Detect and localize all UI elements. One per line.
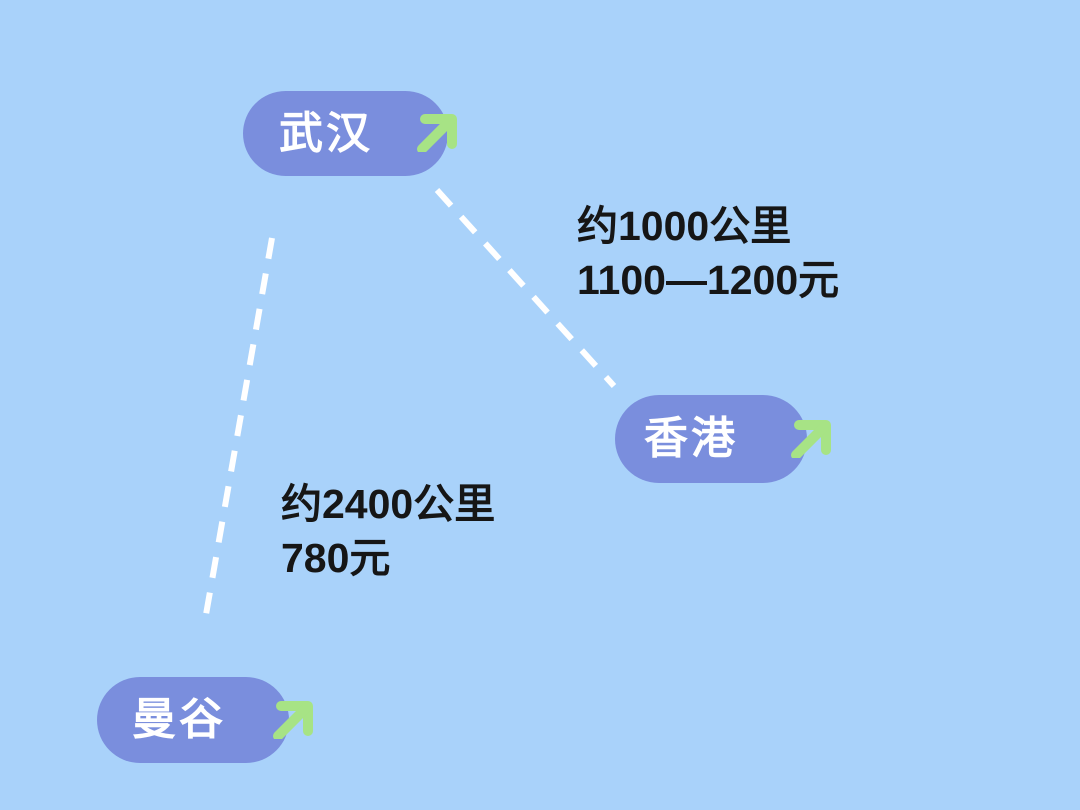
city-label-hongkong: 香港 — [644, 414, 738, 463]
arrow-up-right-icon — [791, 420, 831, 458]
city-pill-wuhan[interactable]: 武汉 — [243, 91, 457, 176]
city-pill-hongkong[interactable]: 香港 — [615, 395, 831, 483]
route-distance: 约2400公里 — [281, 481, 496, 527]
route-distance: 约1000公里 — [577, 203, 792, 249]
city-pill-bangkok[interactable]: 曼谷 — [97, 677, 313, 763]
city-label-bangkok: 曼谷 — [132, 695, 226, 744]
city-label-wuhan: 武汉 — [279, 108, 373, 158]
route-price: 1100—1200元 — [577, 257, 840, 303]
arrow-up-right-icon — [273, 701, 313, 739]
route-line-wuhan-bangkok — [201, 237, 275, 627]
route-info-wuhan-hongkong: 约1000公里 1100—1200元 — [577, 199, 839, 307]
route-price: 780元 — [281, 535, 391, 581]
arrow-up-right-icon — [417, 114, 457, 152]
route-info-wuhan-bangkok: 约2400公里 780元 — [281, 477, 495, 585]
